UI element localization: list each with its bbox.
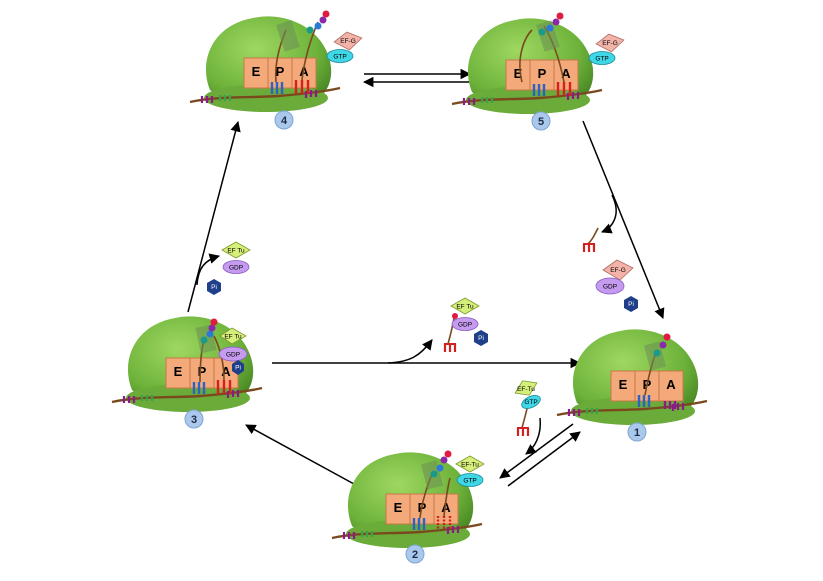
site-e-label: E [394, 500, 403, 515]
step-2-number: 2 [412, 549, 418, 561]
ribosome-state-1: E P A [555, 328, 709, 427]
ef-g-label: EF-G [610, 267, 626, 274]
gtp-label: GTP [463, 478, 476, 485]
pi-label: Pi [235, 365, 241, 372]
site-e-box [505, 59, 531, 91]
site-e-box [165, 357, 191, 389]
ef-g-label: EF-G [602, 40, 618, 47]
branch-ternary-complex: EF Tu GDP Pi [443, 297, 488, 352]
step-5-number: 5 [538, 116, 544, 128]
pi-label: Pi [628, 301, 634, 308]
released-eftu-gdp: EF Tu GDP [221, 241, 251, 274]
gtp-label: GTP [333, 54, 346, 61]
arrow-release-eftu-gdp [196, 253, 221, 286]
site-a-label: A [221, 364, 231, 379]
pi-released-right: Pi [624, 296, 638, 312]
gdp-label: GDP [458, 322, 472, 329]
site-e-box [385, 493, 411, 525]
step-1-number: 1 [634, 427, 640, 439]
site-p-label: P [198, 364, 207, 379]
step-1-badge [627, 422, 647, 442]
ribosome-state-2: E P A EF-Tu GTP [330, 450, 485, 550]
step-5-badge [531, 111, 551, 131]
site-a-label: A [441, 500, 451, 515]
site-a-label: A [561, 66, 571, 81]
ef-tu-label: EF Tu [224, 334, 242, 341]
gtp-label: GTP [595, 56, 608, 63]
step-2-badge [405, 544, 425, 564]
site-a-label: A [666, 377, 676, 392]
step-3-number: 3 [191, 414, 197, 426]
arrow-1-to-2 [499, 423, 574, 479]
site-e-label: E [252, 64, 261, 79]
site-e-box [610, 370, 636, 402]
ef-tu-label: EF-Tu [517, 386, 535, 393]
ef-tu-label: EF Tu [456, 304, 474, 311]
gdp-label: GDP [229, 265, 243, 272]
site-a-box [658, 370, 684, 402]
site-e-label: E [174, 364, 183, 379]
site-e-label: E [514, 66, 523, 81]
pi-label: Pi [478, 335, 484, 342]
arrow-3-to-4 [187, 120, 241, 313]
cycle-arrows [187, 68, 665, 487]
ribosome-state-4: E P A EF-G GTP [188, 10, 363, 114]
arrow-incoming-ternary [525, 417, 542, 455]
pi-released-left: Pi [207, 279, 221, 295]
step-4-badge [274, 110, 294, 130]
gtp-label: GTP [524, 399, 537, 406]
ribosome-state-3: E P A EF Tu GDP Pi [110, 315, 264, 414]
ef-tu-label: EF-Tu [461, 462, 479, 469]
ef-g-label: EF-G [340, 38, 356, 45]
ef-tu-label: EF Tu [227, 248, 245, 255]
arrow-2-to-1 [507, 431, 581, 487]
ef-g-gdp-complex: EF-G GDP [595, 259, 634, 295]
site-p-label: P [538, 66, 547, 81]
step-4-number: 4 [281, 115, 288, 127]
arrow-branch-ternary [387, 339, 433, 364]
site-e-box [243, 57, 269, 89]
pi-label: Pi [211, 284, 217, 291]
gdp-label: GDP [603, 284, 617, 291]
released-trna [582, 227, 599, 252]
ribosome-state-5: E P A EF-G GTP [450, 12, 625, 116]
step-3-badge [184, 409, 204, 429]
arrow-2-to-3 [245, 424, 355, 485]
site-a-label: A [299, 64, 309, 79]
arrow-release-trna [601, 194, 617, 234]
site-e-label: E [619, 377, 628, 392]
incoming-ternary-complex: EF-Tu GTP [514, 380, 541, 436]
gdp-label: GDP [226, 352, 240, 359]
arrow-5-to-1 [582, 120, 665, 319]
site-p-label: P [276, 64, 285, 79]
